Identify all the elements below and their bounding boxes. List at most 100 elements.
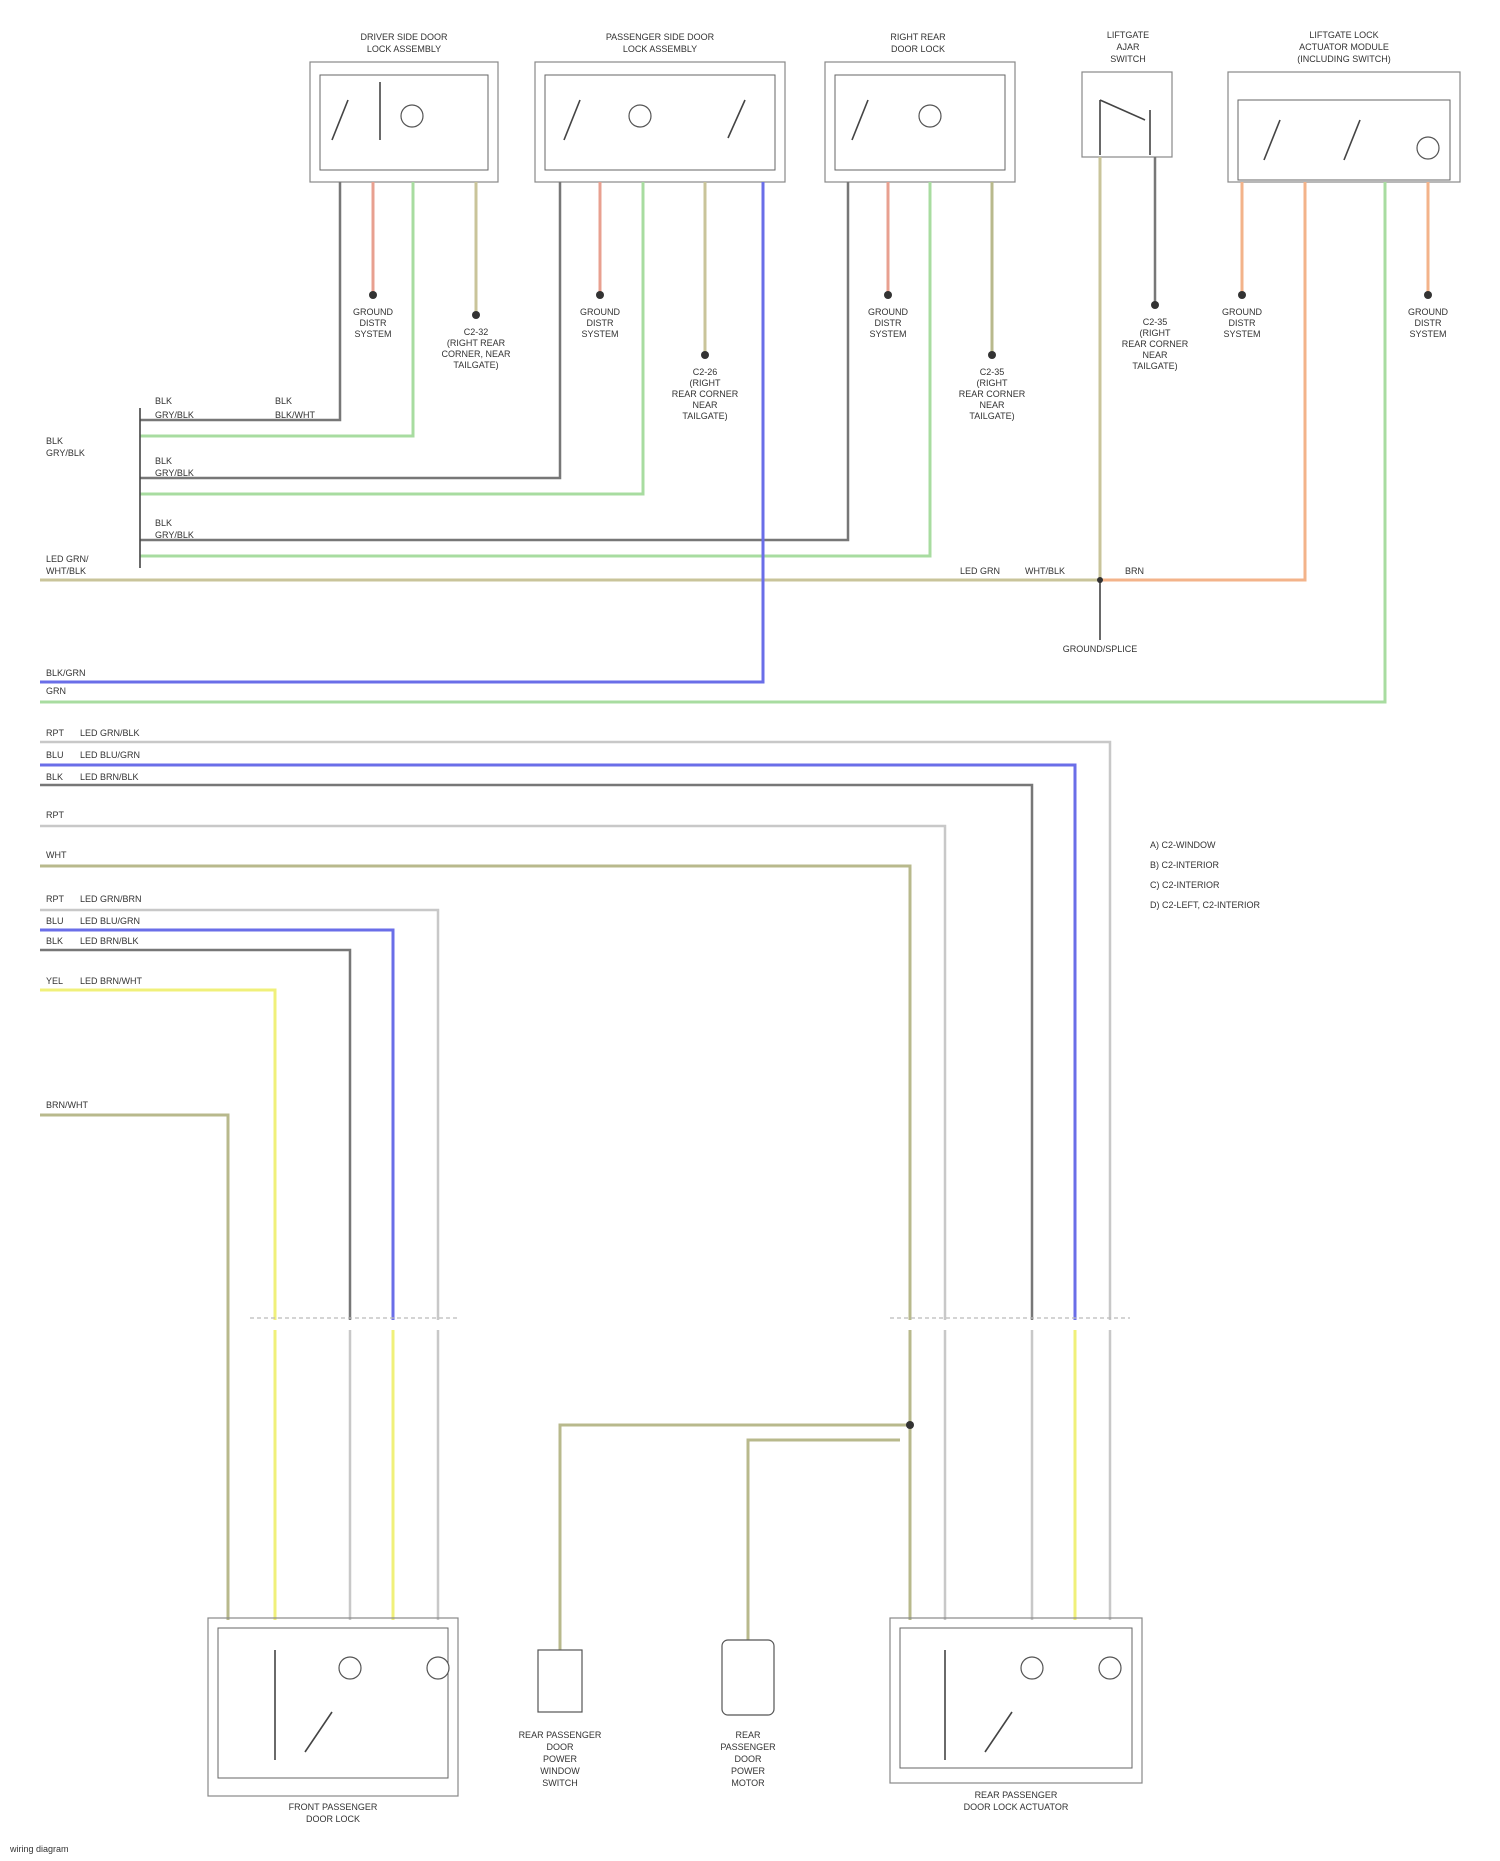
ground-label: C2-35	[980, 367, 1005, 377]
liftgate-lock-actuator-module: LIFTGATE LOCK ACTUATOR MODULE (INCLUDING…	[1228, 30, 1460, 182]
ground-label: C2-35	[1143, 317, 1168, 327]
wire-label: BLK	[46, 936, 63, 946]
wire-label: BLK	[46, 772, 63, 782]
front-passenger-lock-label-2: DOOR LOCK	[306, 1814, 360, 1824]
ground-label: TAILGATE)	[682, 411, 727, 421]
wire-label: LED BRN/WHT	[80, 976, 143, 986]
upper-harness: GROUND/SPLICE	[40, 157, 1385, 702]
footer-text: wiring diagram	[9, 1844, 69, 1854]
wire-label: LED BRN/BLK	[80, 772, 139, 782]
wire-label: BLU	[46, 916, 64, 926]
wire-label: RPT	[46, 810, 65, 820]
right-rear-door-lock-label-2: DOOR LOCK	[891, 44, 945, 54]
ground-label: TAILGATE)	[969, 411, 1014, 421]
ground-label: NEAR	[1142, 350, 1168, 360]
legend-item: A) C2-WINDOW	[1150, 840, 1216, 850]
motor-label-1: REAR	[735, 1730, 761, 1740]
wire-label: RPT	[46, 728, 65, 738]
ground-label: SYSTEM	[1409, 329, 1446, 339]
wire-label: GRY/BLK	[46, 448, 85, 458]
wire-label: WHT/BLK	[1025, 566, 1065, 576]
window-switch-label-2: DOOR	[547, 1742, 575, 1752]
right-rear-door-lock-label-1: RIGHT REAR	[890, 32, 946, 42]
motor-label-3: DOOR	[735, 1754, 763, 1764]
rear-power-motor: REAR PASSENGER DOOR POWER MOTOR	[720, 1640, 776, 1788]
legend-item: C) C2-INTERIOR	[1150, 880, 1220, 890]
splice-label: GROUND/SPLICE	[1063, 644, 1138, 654]
wire-label: BLK/GRN	[46, 668, 86, 678]
liftgate-switch-label-3: SWITCH	[1110, 54, 1146, 64]
ground-label: SYSTEM	[354, 329, 391, 339]
liftgate-module-label-3: (INCLUDING SWITCH)	[1297, 54, 1391, 64]
wire-label: YEL	[46, 976, 63, 986]
wire-label: LED BLU/GRN	[80, 916, 140, 926]
wire-label: WHT	[46, 850, 67, 860]
motor-label-4: POWER	[731, 1766, 766, 1776]
wire-label: LED BLU/GRN	[80, 750, 140, 760]
ground-label: REAR CORNER	[672, 389, 739, 399]
wire-label: WHT/BLK	[46, 566, 86, 576]
liftgate-module-label-2: ACTUATOR MODULE	[1299, 42, 1389, 52]
wire-label: BRN/WHT	[46, 1100, 88, 1110]
wire-label: BLK	[155, 456, 172, 466]
wire-label: BLU	[46, 750, 64, 760]
driver-door-lock-label-1: DRIVER SIDE DOOR	[360, 32, 448, 42]
ground-label: C2-26	[693, 367, 718, 377]
connector-legend: A) C2-WINDOW B) C2-INTERIOR C) C2-INTERI…	[1150, 840, 1261, 910]
wire-label: LED BRN/BLK	[80, 936, 139, 946]
ground-label: (RIGHT	[1140, 328, 1171, 338]
liftgate-switch-label-2: AJAR	[1116, 42, 1140, 52]
ground-label: REAR CORNER	[959, 389, 1026, 399]
wire-label: GRY/BLK	[155, 410, 194, 420]
driver-door-lock-label-2: LOCK ASSEMBLY	[367, 44, 441, 54]
ground-label: (RIGHT REAR	[447, 338, 506, 348]
motor-label-5: MOTOR	[731, 1778, 765, 1788]
ground-label: REAR CORNER	[1122, 339, 1189, 349]
wire-label: LED GRN	[960, 566, 1000, 576]
passenger-door-lock-assembly: PASSENGER SIDE DOOR LOCK ASSEMBLY	[535, 32, 785, 182]
wire-label: LED GRN/BRN	[80, 894, 142, 904]
window-switch-label-4: WINDOW	[540, 1766, 580, 1776]
front-passenger-lock-label-1: FRONT PASSENGER	[289, 1802, 378, 1812]
wire-label: BLK	[275, 396, 292, 406]
passenger-door-lock-label-2: LOCK ASSEMBLY	[623, 44, 697, 54]
legend-item: B) C2-INTERIOR	[1150, 860, 1220, 870]
wire-label: BRN	[1125, 566, 1144, 576]
ground-label: GROUND	[353, 307, 393, 317]
ground-label: C2-32	[464, 327, 489, 337]
ground-label: DISTR	[875, 318, 903, 328]
motor-label-2: PASSENGER	[720, 1742, 776, 1752]
rear-lock-label-1: REAR PASSENGER	[975, 1790, 1058, 1800]
ground-label: TAILGATE)	[453, 360, 498, 370]
ground-label: (RIGHT	[977, 378, 1008, 388]
upper-harness-labels: BLK GRY/BLK BLK BLK/WHT BLK GRY/BLK BLK …	[46, 396, 1144, 696]
wire-label: GRY/BLK	[155, 468, 194, 478]
right-rear-door-lock: RIGHT REAR DOOR LOCK	[825, 32, 1015, 182]
wire-label: GRY/BLK	[155, 530, 194, 540]
ground-label: DISTR	[587, 318, 615, 328]
ground-label: DISTR	[360, 318, 388, 328]
ground-label: NEAR	[979, 400, 1005, 410]
window-switch-label-3: POWER	[543, 1754, 578, 1764]
rear-lock-label-2: DOOR LOCK ACTUATOR	[964, 1802, 1069, 1812]
wire-label: BLK	[155, 518, 172, 528]
driver-door-lock-assembly: DRIVER SIDE DOOR LOCK ASSEMBLY	[310, 32, 498, 182]
lower-harness	[40, 742, 1130, 1650]
ground-label: SYSTEM	[1223, 329, 1260, 339]
wire-label: BLK	[46, 436, 63, 446]
ground-label: NEAR	[692, 400, 718, 410]
ground-label: CORNER, NEAR	[441, 349, 511, 359]
ground-label: DISTR	[1415, 318, 1443, 328]
ground-label: SYSTEM	[581, 329, 618, 339]
wire-label: GRN	[46, 686, 66, 696]
ground-label: (RIGHT	[690, 378, 721, 388]
window-switch-label-1: REAR PASSENGER	[519, 1730, 602, 1740]
wire-label: LED GRN/	[46, 554, 89, 564]
window-switch-label-5: SWITCH	[542, 1778, 578, 1788]
ground-label: SYSTEM	[869, 329, 906, 339]
passenger-door-lock-label-1: PASSENGER SIDE DOOR	[606, 32, 715, 42]
liftgate-switch-label-1: LIFTGATE	[1107, 30, 1149, 40]
ground-label: GROUND	[868, 307, 908, 317]
